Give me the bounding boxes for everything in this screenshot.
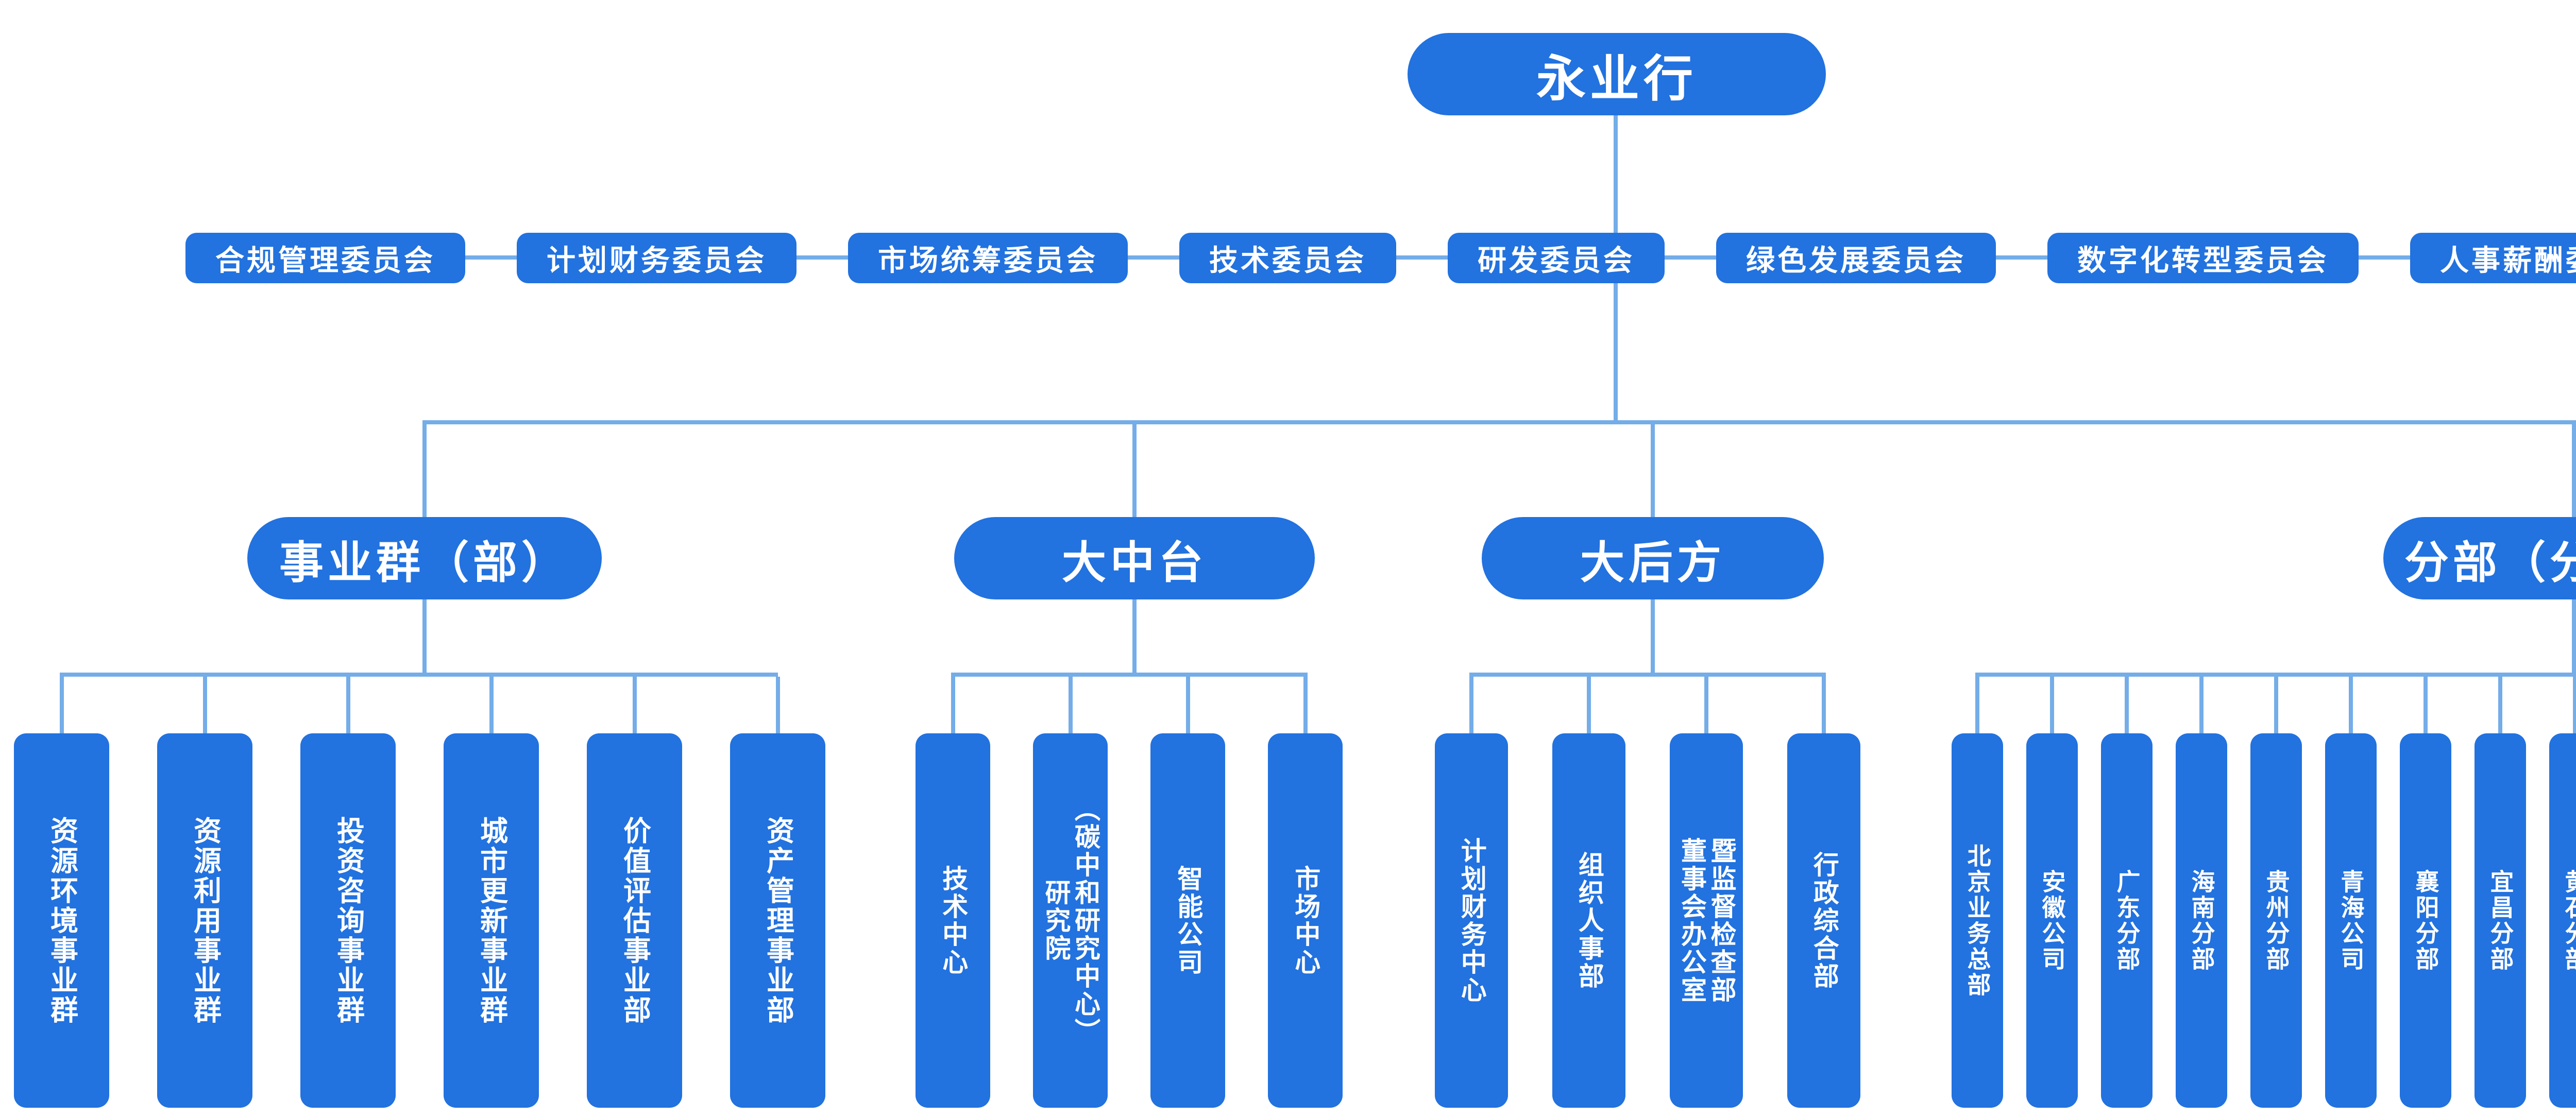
dept-node: 海南分部 (2176, 677, 2227, 1108)
dept-node: 安徽公司 (2026, 677, 2078, 1108)
dept-node: 组织人事部 (1552, 677, 1625, 1108)
dept-label: 安徽公司 (2039, 869, 2066, 972)
dept-label: 海南分部 (2188, 869, 2215, 972)
dept-label: 研究院 （碳中和研究中心） (1041, 795, 1100, 1046)
dept-label: 资源环境事业群 (46, 816, 77, 1025)
dept-node: 襄阳分部 (2400, 677, 2451, 1108)
dept-label: 董事会办公室 暨监督检查部 (1677, 837, 1736, 1004)
group-node-branches: 分部（分公司） (2383, 517, 2576, 599)
committee-node: 合规管理委员会 (185, 233, 465, 283)
dept-node: 宜昌分部 (2475, 677, 2526, 1108)
committee-node: 数字化转型委员会 (2047, 233, 2359, 283)
dept-node: 董事会办公室 暨监督检查部 (1670, 677, 1743, 1108)
connector-stub-group3-top (1651, 420, 1655, 517)
dept-label: 计划财务中心 (1457, 837, 1486, 1004)
dept-label: 青海公司 (2337, 869, 2365, 972)
group-node-business-groups: 事业群（部） (247, 517, 602, 599)
dept-label: 技术中心 (939, 865, 968, 976)
connector-tier3-distributor (422, 420, 2576, 424)
dept-label: 黄石分部 (2562, 869, 2576, 972)
dept-node: 贵州分部 (2250, 677, 2302, 1108)
dept-label: 智能公司 (1174, 865, 1203, 976)
committee-node: 人事薪酬委员会 (2410, 233, 2576, 283)
committee-row: 合规管理委员会 计划财务委员会 市场统筹委员会 技术委员会 研发委员会 绿色发展委员会 数字… (0, 233, 2576, 283)
group-label: 分部（分公司） (2404, 538, 2576, 588)
group-label: 大中台 (1062, 538, 1207, 588)
dept-label: 北京业务总部 (1964, 843, 1991, 998)
dept-label: 贵州分部 (2263, 869, 2290, 972)
connector-stub-group1-bottom (422, 599, 427, 677)
dept-label: 资产管理事业部 (762, 816, 793, 1025)
committee-node: 技术委员会 (1179, 233, 1396, 283)
connector-group1-distributor (60, 673, 778, 677)
dept-label: 行政综合部 (1809, 851, 1839, 990)
dept-node: 北京业务总部 (1952, 677, 2003, 1108)
connector-group2-distributor (951, 673, 1308, 677)
connector-stub-group1-top (422, 420, 427, 517)
connector-stub-group3-bottom (1651, 599, 1655, 677)
dept-node: 城市更新事业群 (444, 677, 539, 1108)
dept-label: 投资咨询事业群 (332, 816, 364, 1025)
group-node-back-office: 大后方 (1482, 517, 1824, 599)
committee-node: 绿色发展委员会 (1716, 233, 1996, 283)
group-label: 大后方 (1580, 538, 1725, 588)
dept-row-branches: 北京业务总部 安徽公司 广东分部 海南分部 贵州分部 青海公司 襄阳分部 宜昌分… (1952, 677, 2576, 1108)
group-node-middle-platform: 大中台 (954, 517, 1315, 599)
connector-stub-group2-bottom (1132, 599, 1137, 677)
dept-row-back-office: 计划财务中心 组织人事部 董事会办公室 暨监督检查部 行政综合部 (1435, 677, 1860, 1108)
connector-stub-group4-bottom (2572, 599, 2576, 677)
dept-label: 宜昌分部 (2487, 869, 2514, 972)
dept-label: 市场中心 (1291, 865, 1320, 976)
committee-node: 研发委员会 (1448, 233, 1665, 283)
root-label: 永业行 (1536, 51, 1697, 107)
dept-label: 价值评估事业部 (619, 816, 650, 1025)
dept-node: 资源利用事业群 (157, 677, 252, 1108)
dept-row-middle-platform: 技术中心 研究院 （碳中和研究中心） 智能公司 市场中心 (916, 677, 1343, 1108)
connector-group4-distributor (1975, 673, 2576, 677)
dept-node: 价值评估事业部 (587, 677, 682, 1108)
dept-node: 行政综合部 (1787, 677, 1860, 1108)
dept-node: 青海公司 (2325, 677, 2377, 1108)
dept-label: 组织人事部 (1574, 851, 1604, 990)
dept-node: 投资咨询事业群 (300, 677, 396, 1108)
dept-row-business-groups: 资源环境事业群 资源利用事业群 投资咨询事业群 城市更新事业群 价值评估事业部 … (14, 677, 825, 1108)
connector-stub-group2-top (1132, 420, 1137, 517)
committee-node: 市场统筹委员会 (848, 233, 1128, 283)
committee-node: 计划财务委员会 (517, 233, 796, 283)
root-node: 永业行 (1408, 33, 1826, 115)
dept-node: 资源环境事业群 (14, 677, 109, 1108)
group-label: 事业群（部） (279, 538, 570, 588)
dept-node: 研究院 （碳中和研究中心） (1033, 677, 1108, 1108)
connector-stub-group4-top (2572, 420, 2576, 517)
dept-node: 技术中心 (916, 677, 990, 1108)
dept-node: 黄石分部 (2549, 677, 2576, 1108)
connector-group3-distributor (1469, 673, 1826, 677)
dept-label: 资源利用事业群 (189, 816, 221, 1025)
dept-node: 计划财务中心 (1435, 677, 1508, 1108)
dept-label: 城市更新事业群 (476, 816, 507, 1025)
dept-node: 广东分部 (2101, 677, 2153, 1108)
dept-label: 襄阳分部 (2412, 869, 2439, 972)
dept-node: 智能公司 (1150, 677, 1225, 1108)
dept-node: 资产管理事业部 (730, 677, 825, 1108)
dept-label: 广东分部 (2113, 869, 2141, 972)
dept-node: 市场中心 (1268, 677, 1343, 1108)
